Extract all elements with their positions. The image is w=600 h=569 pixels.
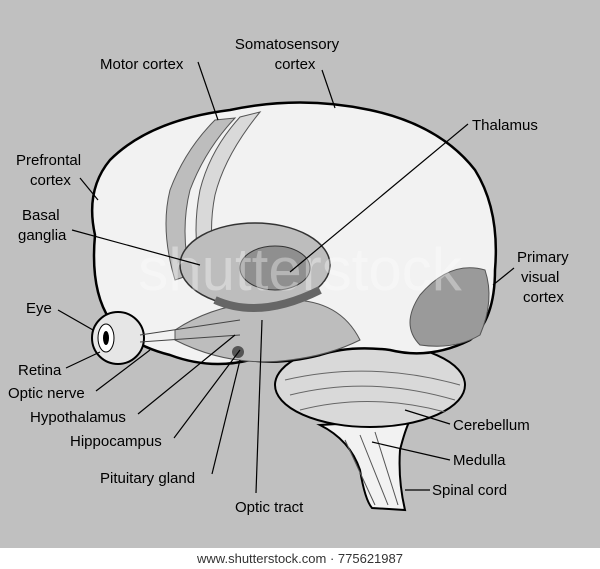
label-hypothalamus: Hypothalamus: [30, 409, 126, 426]
label-prefrontal-1: Prefrontal: [16, 152, 81, 169]
label-visual-2: visual: [521, 269, 559, 286]
label-pituitary-gland: Pituitary gland: [100, 470, 195, 487]
label-optic-tract: Optic tract: [235, 499, 304, 516]
label-eye: Eye: [26, 300, 52, 317]
brain-diagram: shutterstock Motor cortex Somatosensory …: [8, 36, 569, 516]
label-retina: Retina: [18, 362, 62, 379]
watermark: shutterstock: [138, 236, 462, 303]
label-optic-nerve: Optic nerve: [8, 385, 85, 402]
footer-credit: www.shutterstock.com · 775621987: [197, 551, 403, 566]
label-thalamus: Thalamus: [472, 117, 538, 134]
thalamus-shape: [239, 245, 311, 291]
label-visual-1: Primary: [517, 249, 569, 266]
hippocampus-shape: [213, 286, 322, 312]
label-somatosensory-2: cortex: [275, 56, 316, 73]
label-somatosensory-1: Somatosensory: [235, 36, 340, 53]
leader-lines: [57, 61, 515, 494]
label-basal-2: ganglia: [18, 227, 67, 244]
label-prefrontal-2: cortex: [30, 172, 71, 189]
label-basal-1: Basal: [22, 207, 60, 224]
visual-cortex: [409, 267, 490, 347]
spinal-cord: [316, 418, 412, 512]
label-spinal-cord: Spinal cord: [432, 482, 507, 499]
diagram-canvas: shutterstock Motor cortex Somatosensory …: [0, 0, 600, 548]
label-cerebellum: Cerebellum: [453, 417, 530, 434]
label-visual-3: cortex: [523, 289, 564, 306]
label-hippocampus: Hippocampus: [70, 433, 162, 450]
label-medulla: Medulla: [453, 452, 506, 469]
label-motor-cortex: Motor cortex: [100, 56, 184, 73]
